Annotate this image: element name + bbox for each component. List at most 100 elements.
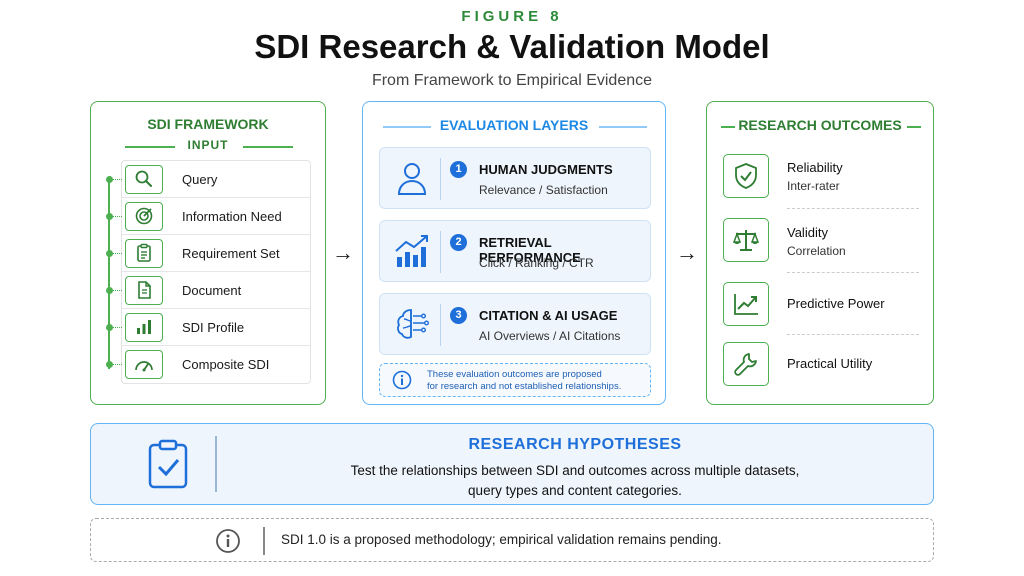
framework-item-label: Composite SDI <box>182 357 270 372</box>
framework-item: Information Need <box>106 198 310 235</box>
layer-heading: RETRIEVAL PERFORMANCE <box>479 235 581 265</box>
info-icon <box>392 370 412 390</box>
scales-icon <box>723 218 769 262</box>
person-icon <box>397 163 427 195</box>
outcome-item: Practical Utility <box>723 334 919 392</box>
title-line-left <box>721 126 735 128</box>
info-icon <box>216 529 240 553</box>
hypotheses-line-2: query types and content categories. <box>468 483 682 498</box>
layer-number-badge: 1 <box>450 161 467 178</box>
page-subtitle: From Framework to Empirical Evidence <box>371 72 653 89</box>
timeline-connector <box>112 364 122 365</box>
target-icon <box>125 201 163 231</box>
title-line-right <box>907 126 921 128</box>
timeline-connector <box>112 252 122 254</box>
timeline-dot <box>106 286 113 294</box>
hypotheses-text: Test the relationships between SDI and o… <box>215 461 935 501</box>
framework-panel: SDI FRAMEWORK INPUT Query Information Ne… <box>90 101 326 405</box>
evaluation-panel: EVALUATION LAYERS 1 HUMAN JUDGMENTS Rele… <box>362 101 666 405</box>
evaluation-title: EVALUATION LAYERS <box>439 117 589 133</box>
outcome-item: Validity Correlation <box>723 210 919 268</box>
disclaimer-text: These evaluation outcomes are proposed f… <box>427 369 649 393</box>
framework-title: SDI FRAMEWORK <box>147 116 269 132</box>
outcome-item: Predictive Power <box>723 274 919 332</box>
timeline-connector <box>112 326 122 328</box>
evaluation-disclaimer: These evaluation outcomes are proposed f… <box>379 363 651 397</box>
footer-note: SDI 1.0 is a proposed methodology; empir… <box>90 518 934 562</box>
document-icon <box>125 275 163 305</box>
framework-item-label: Information Need <box>182 208 282 224</box>
card-divider <box>440 231 441 273</box>
arrow-right-icon: → <box>676 240 698 265</box>
card-divider <box>440 158 441 200</box>
title-line-right <box>599 126 647 128</box>
title-line-left <box>383 126 431 128</box>
evaluation-layer-card: 1 HUMAN JUDGMENTS Relevance / Satisfacti… <box>379 147 651 209</box>
hypotheses-divider <box>215 436 217 492</box>
framework-item: Query <box>106 161 310 198</box>
framework-item: Document <box>106 272 310 309</box>
outcome-divider <box>787 208 919 209</box>
timeline-connector <box>112 289 122 291</box>
outcome-description: Inter-rater <box>787 179 840 193</box>
layer-subtext: Relevance / Satisfaction <box>479 183 608 197</box>
search-icon <box>125 164 163 194</box>
outcomes-title: RESEARCH OUTCOMES <box>738 117 902 133</box>
layer-subtext: Click / Ranking / CTR <box>479 256 594 270</box>
timeline-dot <box>106 249 113 257</box>
trend-line-icon <box>723 282 769 326</box>
layer-heading: CITATION & AI USAGE <box>479 308 618 323</box>
footer-divider <box>263 527 265 555</box>
timeline-connector <box>112 178 122 180</box>
outcome-divider <box>787 334 919 335</box>
input-line-right <box>243 146 293 148</box>
shield-check-icon <box>723 154 769 198</box>
arrow-right-icon: → <box>332 240 354 265</box>
outcome-item: Reliability Inter-rater <box>723 146 919 204</box>
framework-timeline <box>108 177 110 369</box>
figure-label: FIGURE 8 <box>461 8 563 25</box>
clipboard-list-icon <box>125 238 163 268</box>
layer-number-badge: 3 <box>450 307 467 324</box>
evaluation-layer-card: 3 CITATION & AI USAGE AI Overviews / AI … <box>379 293 651 355</box>
outcome-name: Validity <box>787 225 828 240</box>
timeline-dot <box>106 175 113 183</box>
page-title: SDI Research & Validation Model <box>254 28 770 65</box>
framework-item-label: Document <box>182 282 242 298</box>
timeline-dot <box>106 323 113 331</box>
timeline-connector <box>112 215 122 217</box>
outcome-divider <box>787 272 919 273</box>
timeline-dot <box>106 361 113 368</box>
hypotheses-panel: RESEARCH HYPOTHESES Test the relationshi… <box>90 423 934 505</box>
outcomes-panel: RESEARCH OUTCOMES Reliability Inter-rate… <box>706 101 934 405</box>
hypotheses-line-1: Test the relationships between SDI and o… <box>350 463 800 478</box>
framework-item-label: Query <box>182 171 218 187</box>
layer-subtext: AI Overviews / AI Citations <box>479 329 621 343</box>
framework-item-label: Requirement Set <box>182 245 280 261</box>
framework-list: Query Information Need Requirement Set D… <box>106 160 311 384</box>
outcome-name: Practical Utility <box>787 356 873 371</box>
layer-number-badge: 2 <box>450 234 467 251</box>
wrench-icon <box>723 342 769 386</box>
evaluation-layer-card: 2 RETRIEVAL PERFORMANCE Click / Ranking … <box>379 220 651 282</box>
framework-item: Requirement Set <box>106 235 310 272</box>
gauge-icon <box>125 350 163 379</box>
timeline-dot <box>106 212 113 220</box>
input-line-left <box>125 146 175 148</box>
outcome-name: Predictive Power <box>787 296 885 311</box>
layer-heading: HUMAN JUDGMENTS <box>479 162 613 177</box>
footer-text: SDI 1.0 is a proposed methodology; empir… <box>281 532 722 547</box>
growth-chart-icon <box>395 235 428 267</box>
framework-item: SDI Profile <box>106 309 310 346</box>
disclaimer-line-2: for research and not established relatio… <box>427 381 622 392</box>
framework-item-label: SDI Profile <box>182 319 245 335</box>
outcome-description: Correlation <box>787 244 846 258</box>
bar-chart-icon <box>125 312 163 342</box>
clipboard-check-icon <box>148 439 188 489</box>
card-divider <box>440 304 441 346</box>
hypotheses-title: RESEARCH HYPOTHESES <box>468 436 682 453</box>
framework-item: Composite SDI <box>106 346 310 383</box>
ai-brain-icon <box>397 309 430 339</box>
disclaimer-line-1: These evaluation outcomes are proposed <box>427 369 602 380</box>
framework-input-label: INPUT <box>187 138 229 152</box>
